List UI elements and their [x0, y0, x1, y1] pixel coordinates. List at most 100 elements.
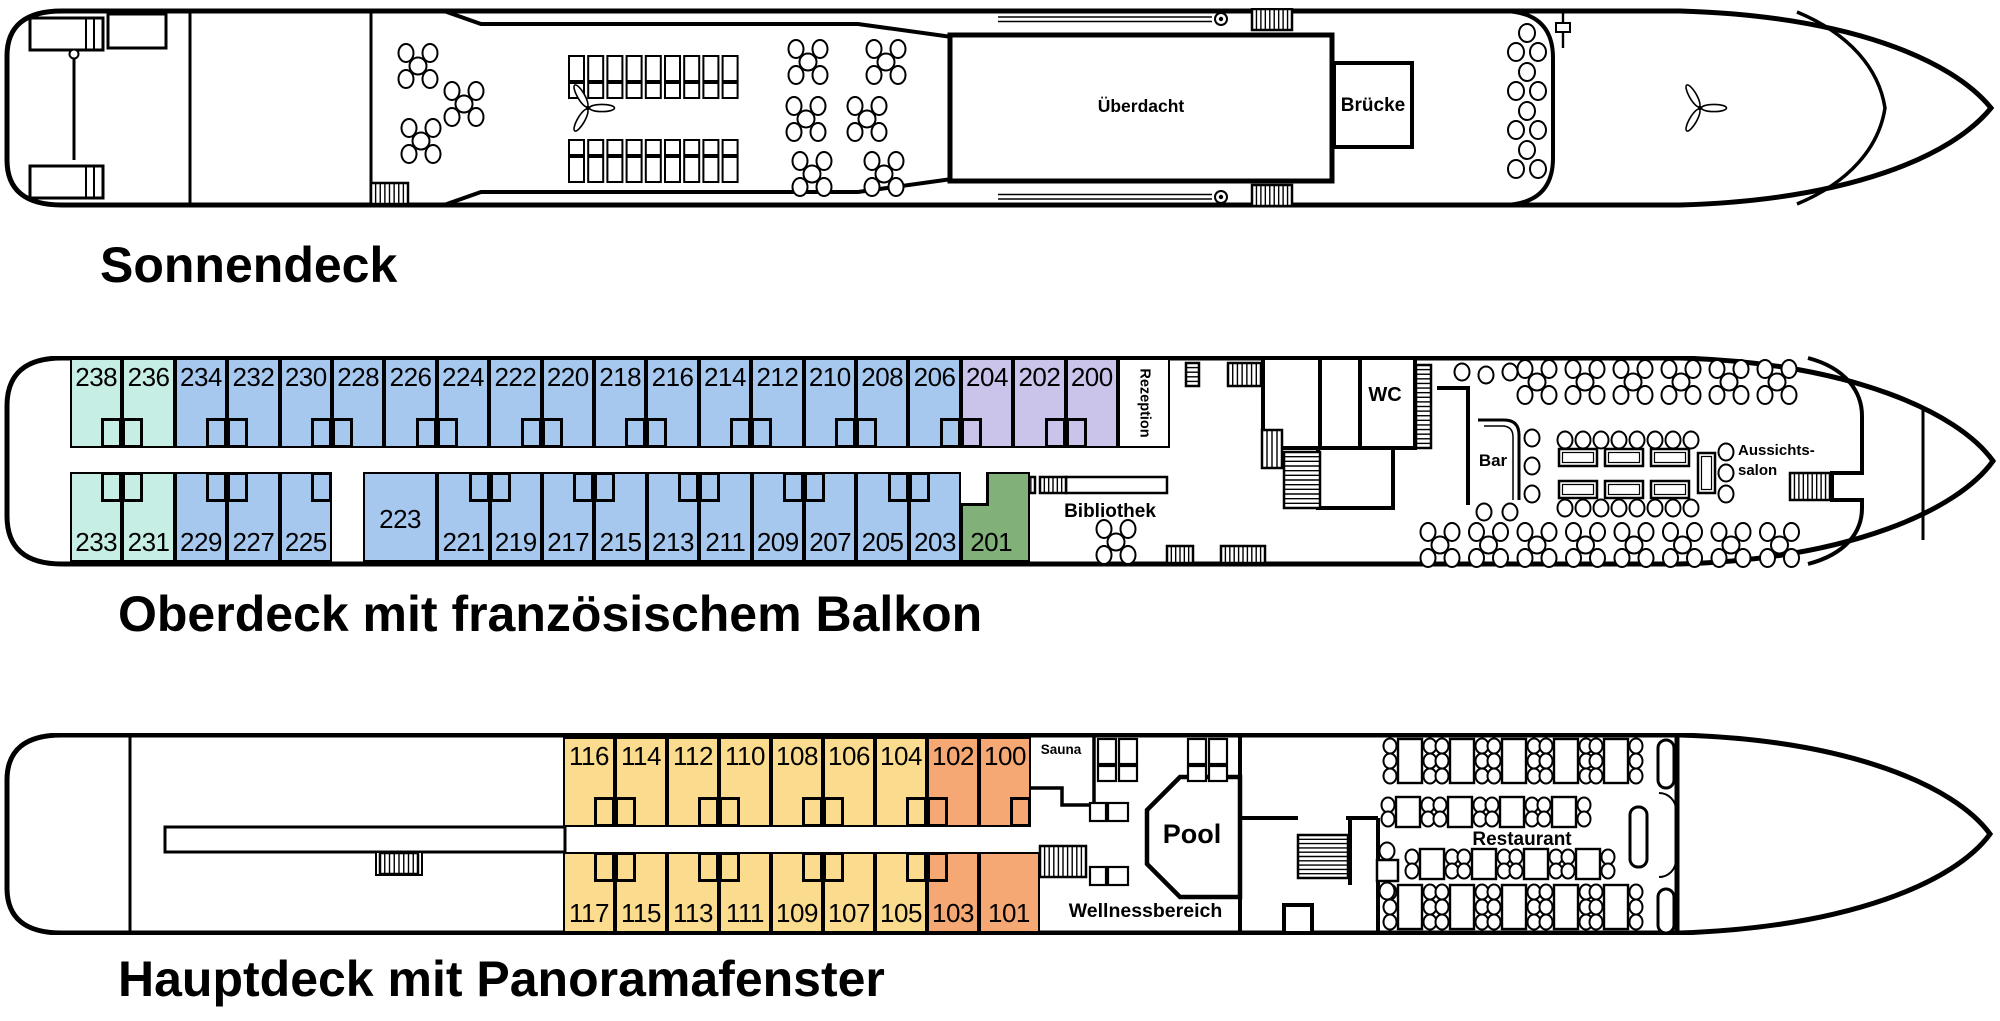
bathroom-box — [730, 418, 752, 448]
deck-end-bracket — [1504, 9, 1555, 207]
bathroom-box — [615, 797, 636, 827]
chair-icon — [1574, 498, 1592, 518]
loungerB-icon — [702, 139, 720, 183]
cabin-216: 216 — [646, 358, 699, 448]
cabin-102: 102 — [927, 737, 979, 827]
cabin-211: 211 — [699, 472, 752, 562]
stairs-icon — [378, 851, 420, 876]
cabin-105: 105 — [875, 852, 927, 933]
rezeption-cell: Rezeption — [1118, 358, 1171, 448]
cabin-entry-notch — [961, 472, 990, 506]
cabin-208: 208 — [856, 358, 909, 448]
cabin-110: 110 — [719, 737, 771, 827]
tableV6-icon — [1486, 883, 1542, 931]
tableV4-icon — [1508, 847, 1564, 881]
cabin-number: 111 — [725, 898, 765, 928]
cabin-201: 201 — [961, 472, 1030, 562]
cabin-number: 102 — [932, 741, 974, 771]
cabin-number: 225 — [284, 527, 327, 557]
cabin-108: 108 — [771, 737, 823, 827]
tableV4-icon — [1404, 847, 1460, 881]
cabin-223: 223 — [363, 472, 438, 562]
bathroom-box — [927, 852, 948, 882]
cabin-number: 113 — [673, 898, 713, 928]
salon-side-table — [1696, 451, 1717, 495]
bathroom-box — [206, 472, 228, 502]
loungerB-icon — [606, 139, 624, 183]
label-aussichtssalon: Aussichts- salon — [1738, 442, 1815, 479]
bathroom-box — [594, 797, 615, 827]
bathroom-box — [887, 472, 909, 502]
bow-inner-line — [1796, 10, 1887, 206]
flag-mast-icon — [1555, 10, 1571, 48]
stairs-icon — [1282, 450, 1322, 510]
label-rezeption: Rezeption — [1136, 368, 1153, 438]
cabin-112: 112 — [667, 737, 719, 827]
stairs-icon — [1296, 833, 1350, 880]
bathroom-box — [960, 418, 982, 448]
cabin-229: 229 — [174, 472, 228, 562]
door-arcs — [1658, 792, 1677, 878]
loungerT-icon — [664, 55, 681, 99]
chair-icon — [1574, 430, 1592, 450]
sauna-wall — [1031, 735, 1096, 807]
cabin-117: 117 — [563, 852, 615, 933]
cabin-number: 224 — [442, 362, 484, 392]
cabin-103: 103 — [927, 852, 979, 933]
chair-icon — [1717, 442, 1735, 462]
cabin-number: 221 — [442, 527, 485, 557]
tableV4-icon — [1536, 795, 1592, 829]
cabin-number: 109 — [776, 898, 818, 928]
cabin-number: 107 — [828, 898, 870, 928]
bathroom-box — [804, 472, 825, 502]
cabin-115: 115 — [615, 852, 667, 933]
bathroom-box — [906, 797, 927, 827]
cabin-number: 209 — [756, 527, 799, 557]
canopy-rod-top — [998, 12, 1228, 26]
cabin-number: 220 — [546, 362, 589, 392]
label-ueberdacht: Überdacht — [1097, 96, 1185, 116]
bathroom-box — [101, 418, 123, 448]
hauptdeck-graphics — [4, 733, 1994, 935]
chair-icon — [1664, 498, 1682, 518]
stairs-icon — [1184, 361, 1201, 388]
cabin-104: 104 — [875, 737, 927, 827]
chair-icon — [1717, 484, 1735, 504]
stairs-icon — [1219, 544, 1267, 565]
cabin-206: 206 — [908, 358, 961, 448]
bathroom-box — [678, 472, 700, 502]
loungerT-icon — [683, 55, 701, 99]
bathroom-box — [520, 418, 542, 448]
bathroom-box — [782, 472, 804, 502]
stairs-icon — [1788, 471, 1832, 502]
chair-icon — [1610, 430, 1628, 450]
chair-icon — [1475, 502, 1493, 522]
cabin-210: 210 — [803, 358, 856, 448]
stairs-icon — [1038, 475, 1068, 495]
bathroom-box — [823, 852, 844, 882]
chair-icon — [1610, 498, 1628, 518]
cabin-number: 117 — [569, 898, 609, 928]
loungerB-icon — [721, 139, 739, 183]
chair-icon — [1592, 430, 1610, 450]
stairs-icon — [1414, 363, 1433, 450]
bathroom-box — [719, 852, 740, 882]
bathroom-box — [489, 472, 511, 502]
bathroom-box — [646, 418, 668, 448]
cabin-number: 101 — [988, 898, 1030, 928]
stairs-icon — [369, 181, 410, 206]
cabin-207: 207 — [804, 472, 857, 562]
chair-icon — [1556, 498, 1574, 518]
bathroom-box — [834, 418, 856, 448]
loungerH-icon — [1088, 801, 1130, 823]
loungerT-icon — [625, 55, 643, 99]
chair-icon — [1523, 428, 1541, 448]
loungerB-icon — [587, 139, 605, 183]
cabin-number: 116 — [569, 741, 609, 771]
cabin-number: 227 — [232, 527, 275, 557]
cabin-number: 232 — [232, 362, 275, 392]
loungerB-icon — [683, 139, 701, 183]
lobby-walls — [1240, 816, 1380, 935]
chair-icon — [1682, 498, 1700, 518]
